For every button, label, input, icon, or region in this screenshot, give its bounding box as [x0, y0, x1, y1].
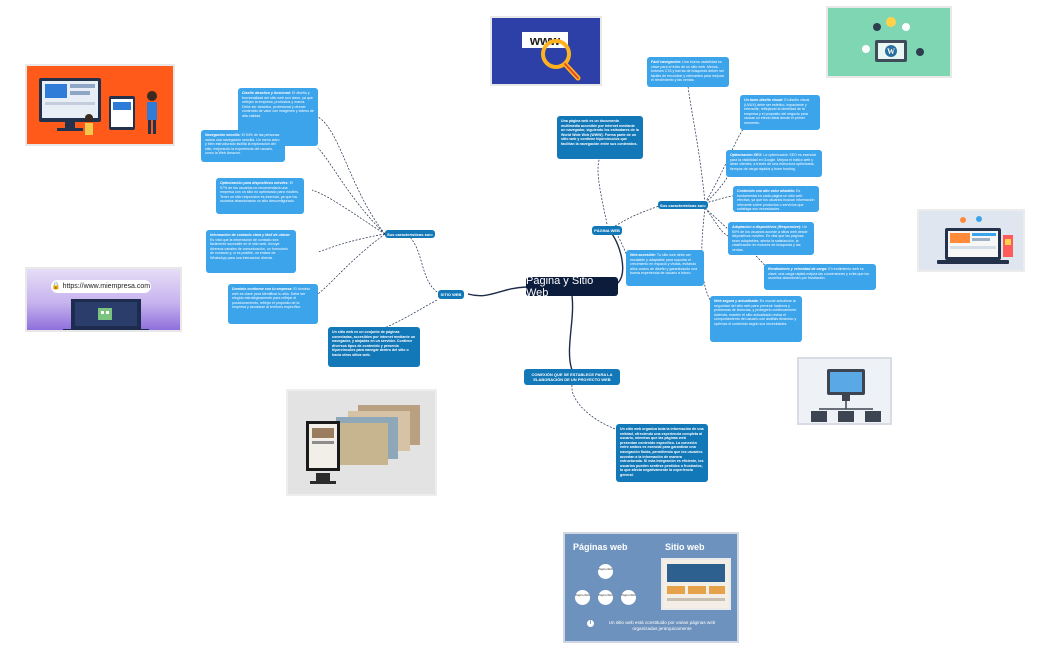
card-facil-navegacion[interactable]: Fácil navegación: Una buena usabilidad e…: [647, 57, 729, 87]
laptop-illustration: [917, 209, 1025, 272]
branch-conexion[interactable]: CONEXIÓN QUE SE ESTABLECE PARA LA ELABOR…: [524, 369, 620, 385]
diagram-page-node: Página Web: [621, 590, 636, 605]
card-text: Una página web es un documento multimedi…: [561, 119, 639, 146]
url-bar: 🔒 https://www.miempresa.com: [51, 280, 151, 293]
card-text: El 57% de los usuarios no recomendaría u…: [220, 181, 299, 204]
card-title: Optimización para dispositivos móviles:: [220, 181, 289, 185]
card-title: Optimización SEO:: [730, 153, 763, 157]
site-block: [709, 586, 725, 594]
card-title: Contenido con alto valor añadido:: [737, 189, 796, 193]
card-web-segura[interactable]: Web segura y actualizada: Es crucial act…: [710, 296, 802, 342]
monitors-illustration: [286, 389, 437, 496]
card-title: Información de contacto clara y fácil de…: [210, 233, 291, 237]
card-web-accesible[interactable]: Web accesible: Tu sitio web debe ser esc…: [626, 250, 704, 286]
lock-icon: 🔒: [51, 283, 61, 290]
card-title: Web segura y actualizada:: [714, 299, 759, 303]
www-search-illustration: www: [490, 16, 602, 86]
branch-pagina-web[interactable]: PÁGINA WEB: [592, 226, 622, 235]
card-title: Dominio conforme con tu empresa:: [232, 287, 293, 291]
site-block: [667, 586, 685, 594]
card-text: La optimización SEO es esencial para la …: [730, 153, 816, 171]
card-optimizacion-moviles[interactable]: Optimización para dispositivos móviles: …: [216, 178, 304, 214]
branch-sitio-web[interactable]: SITIO WEB: [438, 290, 464, 299]
card-sitio-definicion[interactable]: Un sitio web es un conjunto de páginas c…: [328, 327, 420, 367]
web-design-illustration: [25, 64, 175, 146]
card-title: Fácil navegación:: [651, 60, 682, 64]
card-text: Un sitio web organiza toda la informació…: [620, 427, 704, 477]
central-topic[interactable]: Página y Sitio Web: [526, 275, 618, 299]
card-diseno-visual[interactable]: Un buen diseño visual: El diseño visual …: [740, 95, 820, 130]
card-text: El rendimiento web es clave; una carga r…: [768, 267, 870, 281]
pages-vs-site-diagram: Páginas web Sitio web Página Web Página …: [563, 532, 739, 643]
diagram-caption: Un sitio web está constituido por varias…: [608, 620, 716, 631]
url-text: https://www.miempresa.com: [62, 283, 151, 290]
card-informacion-contacto[interactable]: Información de contacto clara y fácil de…: [206, 230, 296, 273]
diagram-page-node: Página Web: [598, 564, 613, 579]
card-text: El diseño y funcionalidad del sitio web …: [242, 91, 314, 118]
diagram-page-node: Página Web: [575, 590, 590, 605]
card-text: Es vital que la información de contacto …: [210, 237, 288, 260]
card-title: Web accesible:: [630, 253, 656, 257]
branch-caracteristicas-pagina[interactable]: Sus características son:: [658, 201, 708, 209]
card-conexion[interactable]: Un sitio web organiza toda la informació…: [616, 424, 708, 482]
card-title: Rendimiento y velocidad de carga:: [768, 267, 828, 271]
site-browser-window: [661, 558, 731, 610]
card-optimizacion-seo[interactable]: Optimización SEO: La optimización SEO es…: [726, 150, 822, 177]
card-rendimiento[interactable]: Rendimiento y velocidad de carga: El ren…: [764, 264, 876, 290]
domain-illustration: 🔒 https://www.miempresa.com: [25, 267, 182, 332]
site-block: [688, 586, 706, 594]
card-text: Tu sitio web debe ser escalable y adapta…: [630, 253, 698, 276]
diagram-left-title: Páginas web: [573, 542, 628, 552]
info-icon: i: [587, 620, 594, 627]
card-title: Navegación sencilla:: [205, 133, 241, 137]
card-title: Adaptación a dispositivos (Responsive):: [732, 225, 802, 229]
card-text: El diseño visual (UI/UX) debe ser estéti…: [744, 98, 810, 125]
cms-icons-illustration: W: [826, 6, 952, 78]
site-footer: [667, 598, 725, 601]
card-contenido-valor[interactable]: Contenido con alto valor añadido: Es fun…: [733, 186, 819, 212]
card-text: El 94% de las personas valora una navega…: [205, 133, 280, 156]
card-text: Un sitio web es un conjunto de páginas c…: [332, 330, 416, 357]
card-dominio[interactable]: Dominio conforme con tu empresa: El domi…: [228, 284, 318, 324]
card-navegacion-sencilla[interactable]: Navegación sencilla: El 94% de las perso…: [201, 130, 285, 162]
card-text: Es crucial actualizar la seguridad del s…: [714, 299, 798, 326]
network-illustration: [797, 357, 892, 425]
card-text: Un 60% de los usuarios accede a sitios w…: [732, 225, 808, 252]
branch-caracteristicas-sitio[interactable]: Sus características son:: [385, 230, 435, 238]
card-title: Diseño atractivo y funcional:: [242, 91, 292, 95]
card-title: Un buen diseño visual:: [744, 98, 784, 102]
diagram-right-title: Sitio web: [665, 542, 705, 552]
card-text: Es fundamental en cada página un sitio w…: [737, 189, 815, 212]
card-text: El dominio web es clave para identificar…: [232, 287, 311, 310]
svg-text:W: W: [887, 47, 895, 56]
diagram-page-node: Página Web: [598, 590, 613, 605]
card-pagina-definicion[interactable]: Una página web es un documento multimedi…: [557, 116, 643, 159]
site-hero: [667, 564, 725, 582]
www-label: www: [529, 33, 561, 48]
card-responsive[interactable]: Adaptación a dispositivos (Responsive): …: [728, 222, 814, 255]
card-text: Una buena usabilidad es clave para el éx…: [651, 60, 725, 83]
